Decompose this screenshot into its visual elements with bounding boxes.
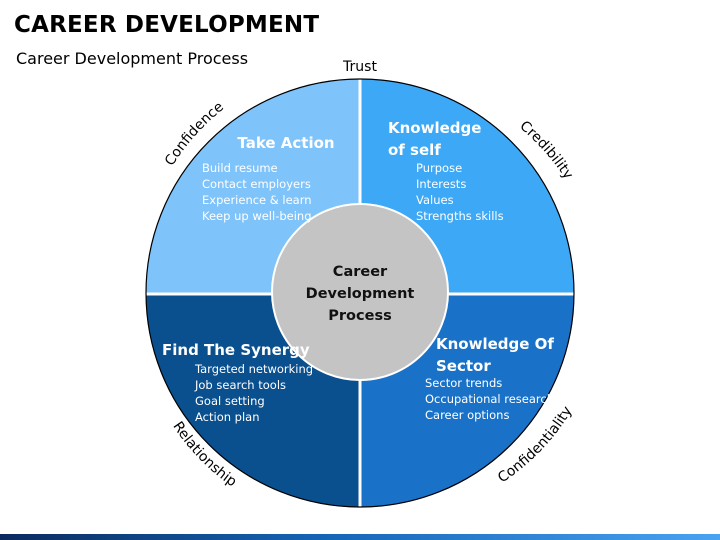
page-subtitle: Career Development Process [16, 49, 249, 68]
find-the-synergy-item: Job search tools [194, 378, 286, 392]
center-line-3: Process [328, 308, 391, 324]
knowledge-of-sector-item: Sector trends [425, 376, 502, 390]
knowledge-of-sector-item: Career options [425, 408, 509, 422]
knowledge-of-sector-heading-2: Sector [436, 357, 491, 375]
center-circle [271, 203, 449, 381]
outer-label-top: Trust [342, 59, 377, 75]
find-the-synergy-heading: Find The Synergy [162, 341, 310, 359]
knowledge-of-self-heading-2: of self [388, 141, 441, 159]
knowledge-of-self-item: Values [416, 193, 454, 207]
page-title: CAREER DEVELOPMENT [14, 12, 320, 38]
bottom-accent-bar [0, 534, 720, 540]
outer-ring [145, 78, 575, 508]
knowledge-of-self-heading-1: Knowledge [388, 119, 481, 137]
knowledge-of-self-item: Purpose [416, 161, 462, 175]
knowledge-of-sector-item: Occupational research [425, 392, 554, 406]
find-the-synergy-item: Goal setting [195, 394, 265, 408]
take-action-item: Contact employers [202, 177, 311, 191]
take-action-heading: Take Action [237, 134, 334, 152]
find-the-synergy-item: Targeted networking [194, 362, 313, 376]
take-action-item: Build resume [202, 161, 278, 175]
knowledge-of-self-item: Strengths skills [416, 209, 504, 223]
take-action-item: Keep up well-being [202, 209, 312, 223]
knowledge-of-sector-heading-1: Knowledge Of [436, 335, 554, 353]
center-line-2: Development [306, 286, 415, 302]
take-action-item: Experience & learn [202, 193, 312, 207]
knowledge-of-self-item: Interests [416, 177, 466, 191]
find-the-synergy-item: Action plan [195, 410, 260, 424]
center-line-1: Career [333, 264, 388, 280]
